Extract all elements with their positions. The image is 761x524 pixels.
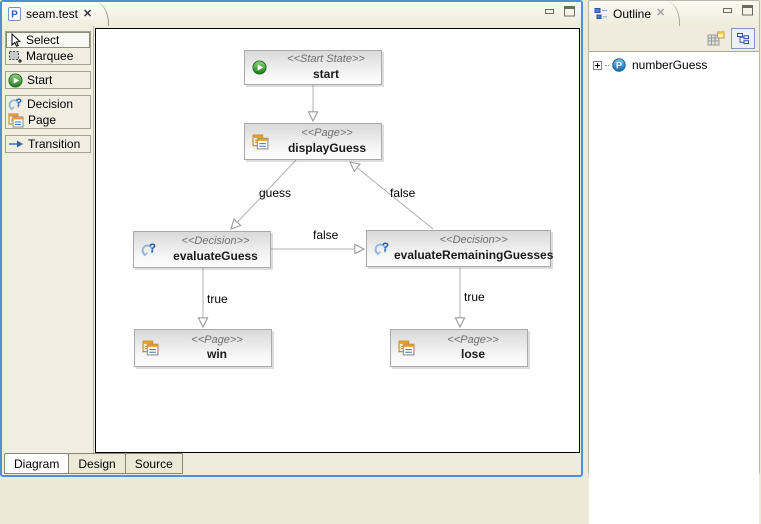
outline-view-icon [594, 7, 607, 19]
decision-icon: ? [8, 97, 22, 111]
palette-tool-label: Select [26, 33, 60, 47]
overview-mode-button[interactable] [704, 28, 728, 49]
page-icon [142, 340, 159, 356]
palette-tool-marquee[interactable]: Marquee [6, 48, 90, 64]
node-stereotype: <<Start State>> [287, 53, 365, 66]
node-stereotype: <<Decision>> [439, 234, 508, 247]
node-evaluateRemainingGuesses[interactable]: ? <<Decision>> evaluateRemainingGuesses [366, 230, 554, 267]
outline-view: Outline ✕ P numberGuess [588, 0, 760, 524]
page-icon [252, 134, 269, 150]
start-icon [8, 72, 23, 88]
editor-area: P seam.test ✕ Select Marquee [0, 0, 583, 477]
tool-palette: Select Marquee Start ? Decision Page [3, 26, 94, 453]
transition-label-guess[interactable]: guess [259, 186, 292, 200]
node-name: lose [460, 347, 485, 362]
seam-pageflow-file-icon: P [8, 7, 21, 21]
tree-mode-button[interactable] [731, 28, 755, 49]
transition-guess[interactable] [231, 159, 297, 229]
minimize-icon [545, 9, 554, 14]
transition-label-true[interactable]: true [207, 292, 228, 306]
transition-icon [9, 140, 23, 148]
palette-tool-label: Transition [28, 137, 81, 151]
palette-tool-label: Decision [27, 97, 74, 111]
start-state-icon [252, 60, 267, 75]
expand-plus-icon[interactable] [593, 60, 602, 70]
diagram-canvas[interactable]: <<Start State>> start <<Page>> displayGu… [95, 28, 580, 453]
node-name: start [312, 66, 339, 81]
maximize-button[interactable] [741, 4, 755, 17]
decision-icon: ? [141, 242, 157, 257]
palette-tool-select[interactable]: Select [6, 32, 90, 48]
tab-diagram[interactable]: Diagram [4, 453, 70, 474]
svg-text:?: ? [149, 242, 156, 255]
node-name: win [207, 347, 227, 362]
decision-icon: ? [374, 241, 390, 256]
overview-diagram-icon [707, 31, 725, 45]
node-lose[interactable]: <<Page>> lose [390, 329, 528, 367]
palette-tool-transition[interactable]: Transition [6, 136, 90, 152]
minimize-button[interactable] [721, 4, 735, 17]
maximize-icon [564, 6, 575, 17]
marquee-icon [9, 51, 22, 63]
transition-label-false[interactable]: false [313, 228, 339, 242]
tree-item-label: numberGuess [632, 58, 708, 72]
palette-group-start: Start [5, 71, 91, 89]
palette-tool-start[interactable]: Start [6, 72, 90, 88]
minimize-button[interactable] [543, 5, 557, 18]
node-stereotype: <<Page>> [191, 333, 243, 346]
transition-connections[interactable] [96, 29, 579, 452]
svg-text:?: ? [382, 241, 389, 254]
node-win[interactable]: <<Page>> win [134, 329, 272, 367]
page-icon [398, 340, 415, 356]
palette-tool-label: Marquee [26, 49, 74, 63]
editor-tab-title: seam.test [26, 7, 79, 21]
tree-view-icon [737, 32, 749, 44]
outline-tab-bar: Outline ✕ [589, 1, 759, 26]
transition-false-to-displayGuess[interactable] [350, 162, 434, 230]
node-start[interactable]: <<Start State>> start [244, 50, 382, 85]
palette-tool-label: Page [28, 113, 57, 127]
node-displayGuess[interactable]: <<Page>> displayGuess [244, 123, 382, 160]
outline-tab[interactable]: Outline ✕ [589, 1, 681, 26]
tree-item-numberGuess[interactable]: P numberGuess [593, 58, 759, 72]
palette-tool-page[interactable]: Page [6, 112, 90, 128]
select-icon [11, 33, 22, 47]
outline-tab-title: Outline [613, 6, 652, 21]
page-icon [8, 113, 24, 127]
palette-group-selection: Select Marquee [5, 31, 91, 65]
node-stereotype: <<Page>> [447, 333, 499, 346]
node-name: evaluateRemainingGuesses [394, 247, 554, 262]
tab-design[interactable]: Design [68, 453, 126, 474]
svg-text:P: P [11, 10, 18, 21]
outline-tree: P numberGuess [589, 52, 759, 524]
transition-label-true[interactable]: true [464, 290, 485, 304]
close-icon[interactable]: ✕ [656, 7, 666, 19]
editor-tab-bar: P seam.test ✕ [2, 2, 581, 26]
tree-connector [605, 64, 609, 66]
node-evaluateGuess[interactable]: ? <<Decision>> evaluateGuess [133, 231, 271, 268]
pageflow-node-icon: P [612, 58, 626, 72]
maximize-button[interactable] [563, 5, 577, 18]
editor-tab-seam-test[interactable]: P seam.test ✕ [2, 2, 110, 26]
node-stereotype: <<Decision>> [181, 235, 250, 248]
editor-mode-tab-bar: Diagram Design Source [3, 453, 580, 475]
svg-text:P: P [616, 60, 622, 70]
close-icon[interactable]: ✕ [83, 7, 93, 20]
transition-label-false[interactable]: false [390, 186, 416, 200]
palette-tool-decision[interactable]: ? Decision [6, 96, 90, 112]
palette-group-transition: Transition [5, 135, 91, 153]
svg-text:?: ? [15, 97, 22, 109]
outline-toolbar [589, 26, 759, 52]
palette-tool-label: Start [27, 73, 53, 87]
node-name: displayGuess [287, 140, 367, 155]
palette-group-nodes: ? Decision Page [5, 95, 91, 129]
minimize-icon [723, 8, 732, 13]
tab-source[interactable]: Source [124, 453, 183, 474]
node-stereotype: <<Page>> [301, 127, 353, 140]
node-name: evaluateGuess [173, 248, 258, 263]
maximize-icon [742, 5, 753, 16]
